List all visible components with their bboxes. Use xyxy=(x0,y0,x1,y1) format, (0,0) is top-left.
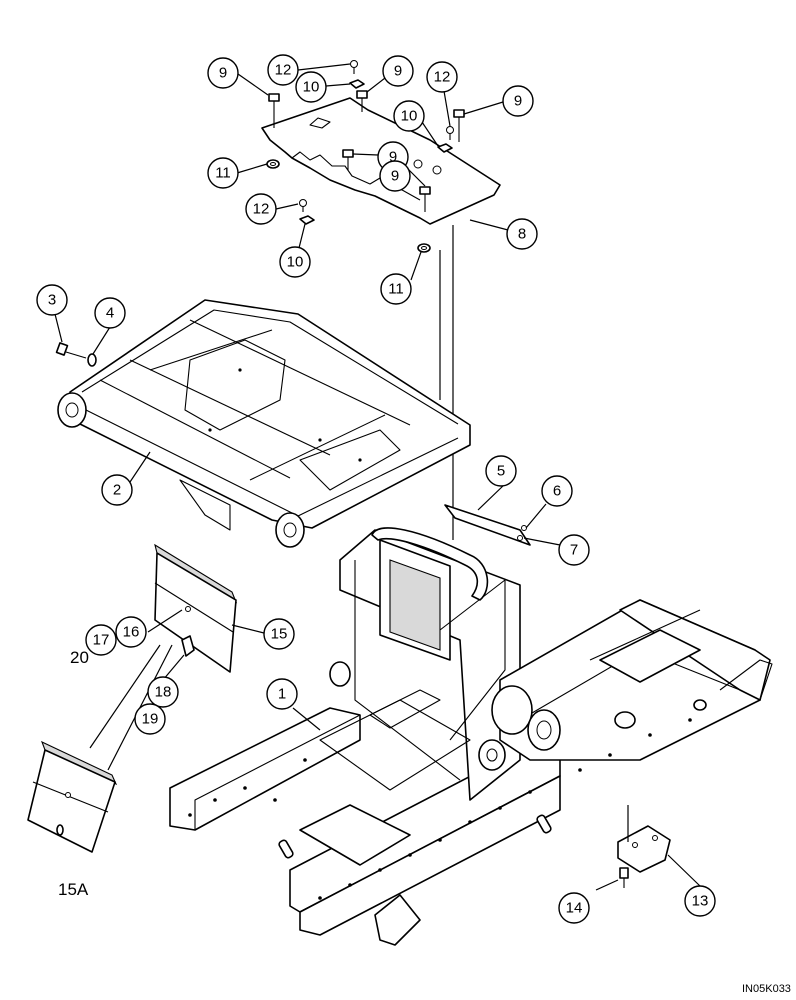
callout-12-b-label: 12 xyxy=(434,69,451,86)
callout-1-label: 1 xyxy=(278,686,286,703)
callout-1-circle xyxy=(266,678,298,710)
callout-6-label: 6 xyxy=(553,483,561,500)
cover-hardware xyxy=(266,60,465,253)
callout-15-circle xyxy=(263,618,295,650)
callout-2-label: 2 xyxy=(113,482,121,499)
callout-11-a-circle xyxy=(207,157,239,189)
callout-12-c-circle xyxy=(245,193,277,225)
callout-19-circle xyxy=(134,703,166,735)
label-item-15a: 15A xyxy=(58,880,89,899)
callout-5: 5 xyxy=(485,455,517,487)
callout-1: 1 xyxy=(266,678,298,710)
callout-17: 17 xyxy=(85,624,117,656)
callout-10-a: 10 xyxy=(295,71,327,103)
callout-10-b-circle xyxy=(393,100,425,132)
label-item-20: 20 xyxy=(70,648,89,667)
callout-9-a-circle xyxy=(207,57,239,89)
callout-4: 4 xyxy=(94,297,126,329)
callout-12-c-label: 12 xyxy=(253,201,270,218)
hitch-bracket xyxy=(617,805,671,888)
callout-13: 13 xyxy=(684,885,716,917)
callout-14-circle xyxy=(558,892,590,924)
shield xyxy=(154,543,238,673)
callout-11-b-label: 11 xyxy=(388,281,404,298)
callout-9-e: 9 xyxy=(379,160,411,192)
callout-7: 7 xyxy=(558,534,590,566)
callout-12-a-circle xyxy=(267,54,299,86)
callout-15: 15 xyxy=(263,618,295,650)
callout-9-d-label: 9 xyxy=(389,149,397,166)
callout-17-circle xyxy=(85,624,117,656)
callout-19-label: 19 xyxy=(142,711,159,728)
callout-9-b: 9 xyxy=(382,55,414,87)
callout-16: 16 xyxy=(115,616,147,648)
callout-18-label: 18 xyxy=(155,684,172,701)
callout-8-circle xyxy=(506,218,538,250)
leader-lines xyxy=(54,63,701,891)
callout-5-label: 5 xyxy=(497,463,505,480)
callout-16-circle xyxy=(115,616,147,648)
callout-2: 2 xyxy=(101,474,133,506)
callout-11-b-circle xyxy=(380,273,412,305)
callout-12-b: 12 xyxy=(426,61,458,93)
callout-3-circle xyxy=(36,284,68,316)
callout-3-label: 3 xyxy=(48,292,56,309)
callout-14: 14 xyxy=(558,892,590,924)
callout-7-label: 7 xyxy=(570,542,578,559)
callout-4-circle xyxy=(94,297,126,329)
callout-14-label: 14 xyxy=(566,900,583,917)
shield-alt xyxy=(27,740,118,853)
callout-3: 3 xyxy=(36,284,68,316)
callout-11-a-label: 11 xyxy=(215,165,231,182)
callout-12-c: 12 xyxy=(245,193,277,225)
callout-10-a-circle xyxy=(295,71,327,103)
callout-10-b-label: 10 xyxy=(401,108,418,125)
callout-9-c: 9 xyxy=(502,85,534,117)
callout-9-c-circle xyxy=(502,85,534,117)
callout-16-label: 16 xyxy=(123,624,140,641)
callout-7-circle xyxy=(558,534,590,566)
callout-9-b-label: 9 xyxy=(394,63,402,80)
callout-10-c: 10 xyxy=(279,246,311,278)
callout-10-c-label: 10 xyxy=(287,254,304,271)
callout-8: 8 xyxy=(506,218,538,250)
callout-11-b: 11 xyxy=(380,273,412,305)
callout-8-label: 8 xyxy=(518,226,526,243)
callout-9-a-label: 9 xyxy=(219,65,227,82)
callout-10-c-circle xyxy=(279,246,311,278)
callout-13-circle xyxy=(684,885,716,917)
callout-12-a-label: 12 xyxy=(275,62,292,79)
reference-code: IN05K033 xyxy=(742,983,791,995)
main-chassis xyxy=(169,527,773,946)
callout-11-a: 11 xyxy=(207,157,239,189)
callout-18: 18 xyxy=(147,676,179,708)
callout-19: 19 xyxy=(134,703,166,735)
callout-2-circle xyxy=(101,474,133,506)
callout-9-e-label: 9 xyxy=(391,168,399,185)
callout-12-b-circle xyxy=(426,61,458,93)
callout-15-label: 15 xyxy=(271,626,288,643)
callout-9-c-label: 9 xyxy=(514,93,522,110)
callout-10-a-label: 10 xyxy=(303,79,320,96)
callout-4-label: 4 xyxy=(106,305,114,322)
callout-9-e-circle xyxy=(379,160,411,192)
callout-17-label: 17 xyxy=(93,632,110,649)
callout-9-a: 9 xyxy=(207,57,239,89)
callout-6: 6 xyxy=(541,475,573,507)
callout-12-a: 12 xyxy=(267,54,299,86)
trim-strip xyxy=(444,504,531,546)
callout-6-circle xyxy=(541,475,573,507)
callout-13-label: 13 xyxy=(692,893,709,910)
bolt-and-washer xyxy=(55,342,97,367)
callout-18-circle xyxy=(147,676,179,708)
alt-leader-1 xyxy=(89,644,161,749)
sub-frame xyxy=(57,299,471,548)
callout-5-circle xyxy=(485,455,517,487)
callout-9-b-circle xyxy=(382,55,414,87)
callout-10-b: 10 xyxy=(393,100,425,132)
